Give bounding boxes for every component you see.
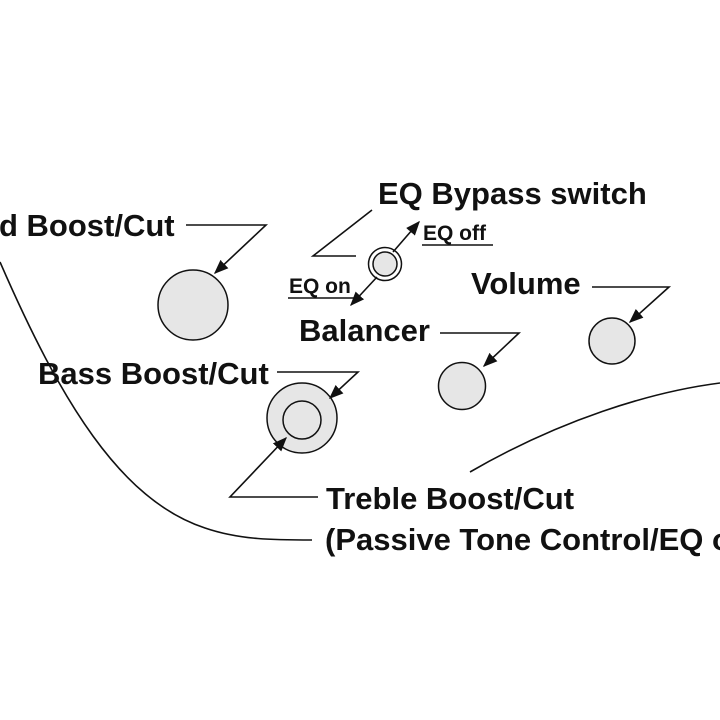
treble-boost-cut-knob xyxy=(282,400,322,440)
label-mid-boost-cut: d Boost/Cut xyxy=(0,208,175,243)
volume-knob[interactable] xyxy=(588,317,636,365)
mid-boost-cut-knob[interactable] xyxy=(157,269,229,341)
bass-treble-stacked-knob[interactable] xyxy=(266,382,338,454)
leader-lines xyxy=(186,209,672,498)
label-bass-boost-cut: Bass Boost/Cut xyxy=(38,356,269,391)
label-volume: Volume xyxy=(471,266,581,301)
label-balancer: Balancer xyxy=(299,313,430,348)
label-passive-tone-control: (Passive Tone Control/EQ of xyxy=(325,522,720,557)
balancer-knob[interactable] xyxy=(437,361,487,411)
eq-bypass-switch[interactable] xyxy=(367,246,403,282)
label-eq-bypass-switch: EQ Bypass switch xyxy=(378,176,647,211)
body-outline-right-curve xyxy=(469,382,720,473)
label-eq-off: EQ off xyxy=(423,222,487,245)
label-eq-on: EQ on xyxy=(289,275,351,298)
label-treble-boost-cut: Treble Boost/Cut xyxy=(326,481,574,516)
body-outline-left-curve xyxy=(0,261,313,541)
